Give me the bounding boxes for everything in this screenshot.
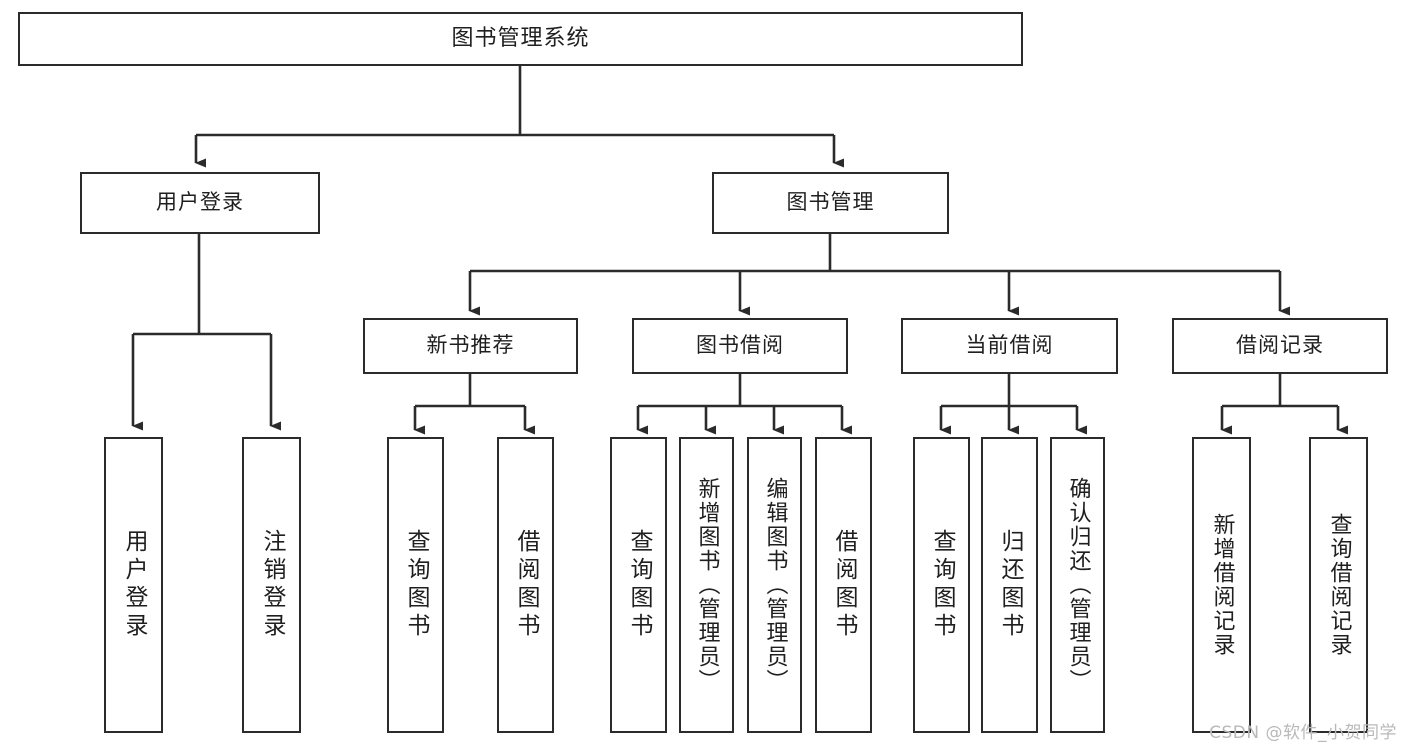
node-new-book-rec[interactable]: 新书推荐 [363, 318, 578, 374]
node-book-manage-label: 图书管理 [786, 190, 875, 215]
node-leaf-user-logout[interactable]: 注销登录 [242, 437, 301, 733]
node-leaf-query-book-2-label: 查询图书 [626, 529, 652, 641]
node-leaf-edit-book-label: 编辑图书（管理员） [762, 477, 788, 693]
node-leaf-borrow-book-1[interactable]: 借阅图书 [497, 437, 554, 733]
node-borrow-record[interactable]: 借阅记录 [1172, 318, 1388, 374]
node-leaf-query-book-3-label: 查询图书 [929, 529, 955, 641]
node-leaf-user-login[interactable]: 用户登录 [104, 437, 163, 733]
node-leaf-user-login-label: 用户登录 [121, 529, 147, 641]
node-leaf-return-book-label: 归还图书 [997, 529, 1023, 641]
node-leaf-borrow-book-2-label: 借阅图书 [831, 529, 857, 641]
node-leaf-borrow-book-1-label: 借阅图书 [513, 529, 539, 641]
node-leaf-edit-book[interactable]: 编辑图书（管理员） [747, 437, 802, 733]
node-leaf-query-book-1[interactable]: 查询图书 [387, 437, 444, 733]
node-leaf-query-book-1-label: 查询图书 [403, 529, 429, 641]
node-root-label: 图书管理系统 [451, 25, 590, 51]
node-user-login[interactable]: 用户登录 [80, 172, 320, 234]
node-leaf-return-book[interactable]: 归还图书 [981, 437, 1038, 733]
node-current-borrow-label: 当前借阅 [965, 333, 1054, 358]
node-leaf-add-book-label: 新增图书（管理员） [694, 477, 720, 693]
node-leaf-add-book[interactable]: 新增图书（管理员） [679, 437, 734, 733]
node-leaf-confirm-return[interactable]: 确认归还（管理员） [1050, 437, 1105, 733]
node-root[interactable]: 图书管理系统 [18, 12, 1023, 66]
node-book-manage[interactable]: 图书管理 [712, 172, 949, 234]
node-borrow-record-label: 借阅记录 [1236, 333, 1324, 358]
node-book-borrow-label: 图书借阅 [696, 333, 784, 358]
node-current-borrow[interactable]: 当前借阅 [901, 318, 1118, 374]
node-leaf-borrow-book-2[interactable]: 借阅图书 [815, 437, 872, 733]
node-leaf-query-book-3[interactable]: 查询图书 [913, 437, 970, 733]
node-book-borrow[interactable]: 图书借阅 [632, 318, 848, 374]
node-leaf-query-record-label: 查询借阅记录 [1326, 513, 1352, 657]
node-leaf-add-record-label: 新增借阅记录 [1209, 513, 1235, 657]
node-user-login-label: 用户登录 [156, 190, 244, 215]
node-leaf-add-record[interactable]: 新增借阅记录 [1192, 437, 1251, 733]
node-leaf-confirm-return-label: 确认归还（管理员） [1065, 477, 1091, 693]
node-leaf-user-logout-label: 注销登录 [259, 529, 285, 641]
node-leaf-query-book-2[interactable]: 查询图书 [610, 437, 667, 733]
node-new-book-rec-label: 新书推荐 [426, 333, 515, 358]
node-leaf-query-record[interactable]: 查询借阅记录 [1309, 437, 1368, 733]
